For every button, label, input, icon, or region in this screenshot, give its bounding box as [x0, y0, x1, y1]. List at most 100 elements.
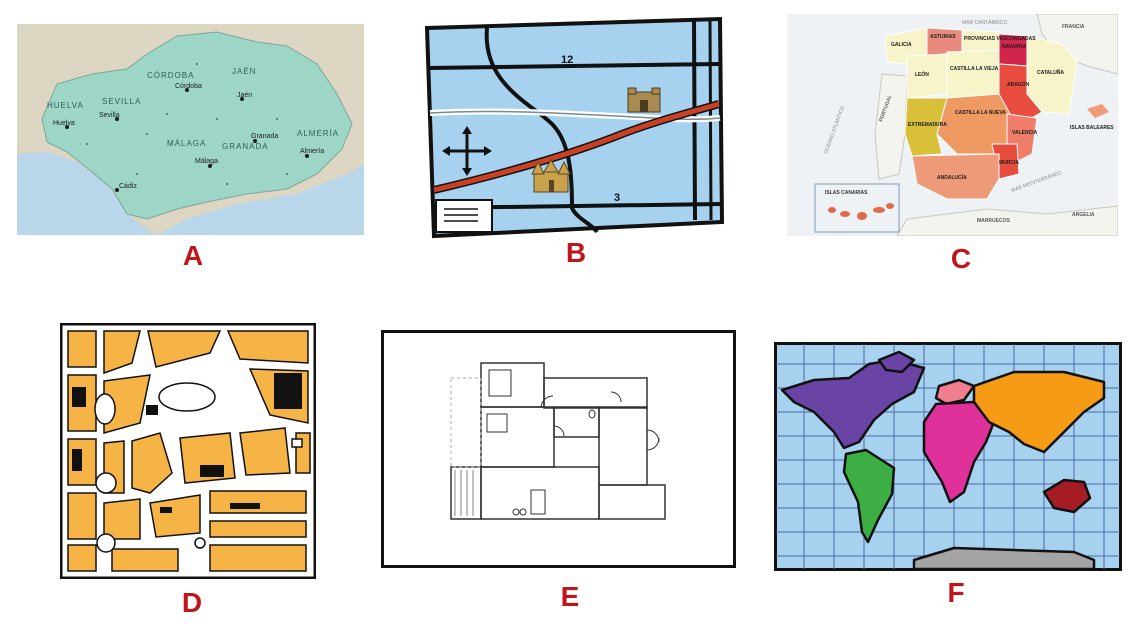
label-f: F — [947, 577, 965, 608]
central-plaza — [158, 382, 216, 412]
floor-plan-image — [381, 330, 736, 568]
region-label-huelva: HUELVA — [47, 101, 84, 110]
city-label-almeria: Almería — [300, 148, 324, 155]
continent-antarctica — [912, 546, 1096, 571]
map-roads-image: 12 3 — [424, 16, 725, 239]
city-block — [67, 492, 97, 540]
region-extremadura — [904, 97, 948, 157]
world-map-panel — [774, 342, 1122, 571]
label-argelia: ARGELIA — [1072, 212, 1095, 218]
label-andalucia: ANDALUCÍA — [937, 173, 967, 181]
city-dot — [305, 154, 309, 158]
label-asturias: ASTURIAS — [930, 34, 956, 40]
city-label-malaga: Málaga — [195, 158, 218, 165]
city-label-cordoba: Córdoba — [175, 83, 202, 90]
continent-north-america — [780, 358, 926, 450]
region-label-almeria: ALMERÍA — [297, 129, 339, 138]
city-label-cadiz: Cádiz — [119, 183, 137, 190]
city-block — [103, 498, 141, 540]
region-label-sevilla: SEVILLA — [102, 97, 141, 106]
region-label-malaga: MÁLAGA — [167, 139, 206, 148]
continent-oceania — [1042, 478, 1092, 514]
mediterranean-sea — [157, 164, 364, 235]
road-12 — [428, 62, 720, 70]
label-a: A — [182, 240, 204, 271]
city-dot — [185, 88, 189, 92]
label-murcia: MURCIA — [999, 160, 1019, 166]
label-marruecos: MARRUECOS — [977, 218, 1010, 224]
city-block — [67, 330, 97, 368]
roundabout — [194, 537, 206, 549]
region-castilla-vieja — [946, 49, 1000, 99]
city-block — [226, 330, 309, 364]
building — [274, 373, 302, 409]
roundabout — [96, 533, 116, 553]
door-swing — [553, 425, 565, 437]
label-valencia: VALENCIA — [1012, 130, 1038, 136]
city-label-jaen: Jaén — [237, 92, 252, 99]
curved-road — [484, 27, 599, 234]
continent-europe — [934, 378, 976, 406]
city-label-sevilla: Sevilla — [99, 112, 120, 119]
bed-icon — [488, 369, 512, 397]
label-canarias: ISLAS CANARIAS — [825, 190, 868, 196]
region-label-granada: GRANADA — [222, 142, 269, 151]
region-andalucia — [911, 153, 1000, 200]
city-block — [103, 330, 141, 375]
label-vascongadas: PROVINCIAS VASCONGADAS — [964, 36, 1036, 42]
stove-icon — [519, 508, 527, 516]
building — [72, 449, 82, 471]
label-c: C — [950, 243, 972, 274]
canarias-inset: ISLAS CANARIAS — [814, 183, 900, 233]
city-dot — [208, 164, 212, 168]
label-aragon: ARAGÓN — [1007, 80, 1030, 88]
city-dot — [115, 188, 119, 192]
door-swing — [646, 437, 660, 451]
city-dot — [253, 139, 257, 143]
region-baleares — [1087, 104, 1109, 118]
label-navarra: NAVARRA — [1002, 44, 1027, 50]
cathedral-icon — [531, 159, 571, 193]
building — [200, 465, 224, 477]
label-galicia: GALICIA — [891, 42, 912, 48]
region-label-cordoba: CÓRDOBA — [147, 71, 194, 80]
label-e: E — [560, 581, 580, 612]
compass-arrows-icon — [442, 126, 492, 176]
map-andalucia-panel: HUELVA SEVILLA CÓRDOBA JAÉN GRANADA ALME… — [17, 24, 364, 235]
toilet-icon — [588, 409, 596, 419]
table-icon — [530, 489, 546, 515]
building — [230, 503, 260, 509]
floor-plan-frame — [381, 330, 736, 568]
label-baleares: ISLAS BALEARES — [1070, 125, 1114, 131]
city-label-granada: Granada — [251, 133, 278, 140]
city-plan-image — [59, 322, 317, 580]
road-map-frame — [424, 16, 725, 239]
city-label-huelva: Huelva — [53, 120, 75, 127]
bed-icon — [486, 413, 508, 433]
label-d: D — [181, 587, 203, 618]
roundabout — [95, 472, 117, 494]
label-castilla-nueva: CASTILLA LA NUEVA — [955, 110, 1006, 116]
room-terrace — [598, 484, 666, 520]
label-extremadura: EXTREMADURA — [908, 122, 947, 128]
outline-dashed — [450, 377, 482, 468]
building — [72, 387, 86, 407]
city-block — [67, 544, 97, 572]
city-dot — [65, 125, 69, 129]
region-label-jaen: JAÉN — [232, 67, 256, 76]
building — [146, 405, 158, 415]
label-cataluna: CATALUÑA — [1037, 69, 1064, 76]
small-square — [291, 438, 303, 448]
city-dot — [240, 97, 244, 101]
stove-icon — [512, 508, 520, 516]
label-b: B — [565, 237, 587, 268]
map-roads-panel: 12 3 — [422, 14, 728, 242]
legend-box-icon — [435, 199, 493, 233]
building — [160, 507, 172, 513]
door-swing — [540, 395, 554, 409]
city-block — [131, 432, 173, 494]
continent-greenland — [877, 350, 916, 374]
city-block — [209, 520, 307, 538]
floor-plan-panel — [381, 330, 736, 568]
map-spain-image: GALICIA ASTURIAS PROVINCIAS VASCONGADAS … — [787, 13, 1119, 237]
